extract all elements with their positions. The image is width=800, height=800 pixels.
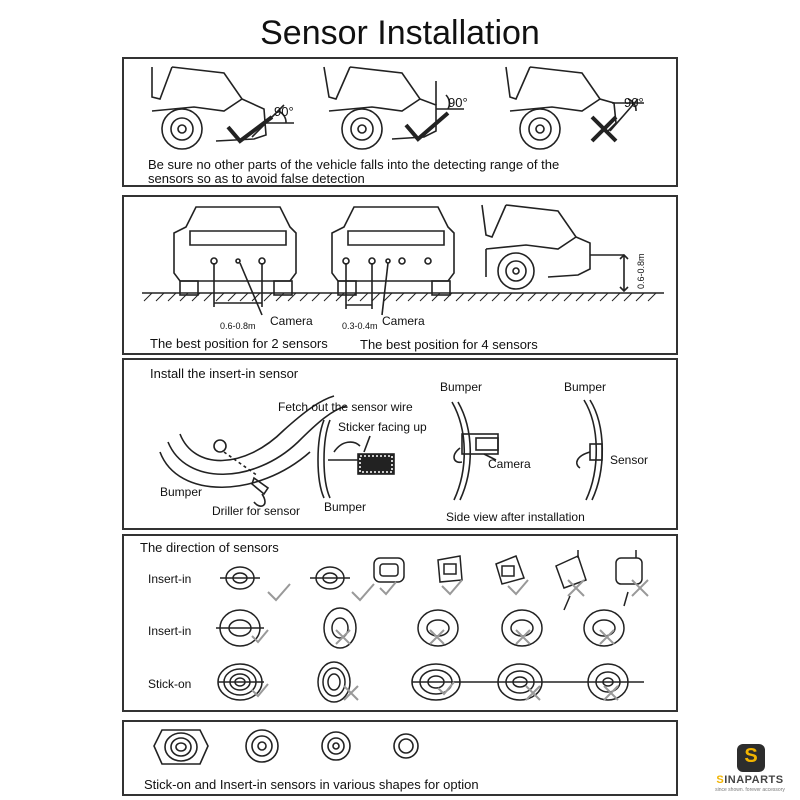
height-label: 0.6-0.8m bbox=[636, 253, 646, 289]
side-view-label: Side view after installation bbox=[446, 510, 585, 524]
logo-name: SINAPARTS bbox=[716, 774, 784, 786]
sensor-position-illustrations bbox=[142, 204, 664, 316]
sensor-shapes bbox=[153, 729, 419, 765]
page-title: Sensor Installation bbox=[260, 14, 540, 52]
panel-caption: sensors so as to avoid false detection bbox=[148, 171, 365, 186]
panel-caption: Be sure no other parts of the vehicle fa… bbox=[148, 157, 560, 172]
sensor-label: Sensor bbox=[610, 453, 649, 467]
driller-label: Driller for sensor bbox=[212, 504, 301, 518]
car-rear-illustrations bbox=[151, 66, 644, 150]
distance-label-2-sensors: 0.6-0.8m bbox=[220, 321, 256, 331]
bumper-label: Bumper bbox=[564, 380, 607, 394]
sticker-label: Sticker facing up bbox=[338, 420, 427, 434]
camera-label: Camera bbox=[382, 314, 425, 328]
caption-4-sensors: The best position for 4 sensors bbox=[360, 337, 538, 352]
panel-detecting-range: 90° 90° 90° Be sure no other parts of th… bbox=[122, 57, 678, 187]
row-label: Insert-in bbox=[148, 624, 192, 638]
panel-caption: Stick-on and Insert-in sensors in variou… bbox=[144, 777, 479, 792]
camera-label: Camera bbox=[488, 457, 531, 471]
bumper-label: Bumper bbox=[324, 500, 367, 514]
panel-best-position: 0.6-0.8m Camera 0.3-0.4m Camera 0.6-0.8m… bbox=[122, 195, 678, 355]
row-label: Stick-on bbox=[148, 677, 192, 691]
bumper-label: Bumper bbox=[440, 380, 483, 394]
install-steps-illustrations bbox=[159, 395, 604, 507]
panel-heading: The direction of sensors bbox=[140, 540, 279, 555]
logo-mark-icon: S bbox=[737, 744, 765, 772]
fetch-wire-label: Fetch out the sensor wire bbox=[278, 400, 413, 414]
logo-tagline: since shown. forever accessory bbox=[715, 787, 785, 793]
bumper-label: Bumper bbox=[160, 485, 203, 499]
angle-label: 90° bbox=[448, 95, 468, 110]
panel-sensor-direction: The direction of sensors Insert-in Inser… bbox=[122, 534, 678, 712]
caption-2-sensors: The best position for 2 sensors bbox=[150, 336, 328, 351]
panel-heading: Install the insert-in sensor bbox=[150, 366, 299, 381]
panel-install-insert-in: Install the insert-in sensor Fetch out t… bbox=[122, 358, 678, 530]
sensor-direction-grid bbox=[216, 550, 649, 703]
distance-label-4-sensors: 0.3-0.4m bbox=[342, 321, 378, 331]
angle-label: 90° bbox=[624, 95, 644, 110]
brand-logo: S SINAPARTS since shown. forever accesso… bbox=[705, 744, 795, 794]
panel-sensor-shapes: Stick-on and Insert-in sensors in variou… bbox=[122, 720, 678, 796]
angle-label: 90° bbox=[274, 104, 294, 119]
camera-label: Camera bbox=[270, 314, 313, 328]
row-label: Insert-in bbox=[148, 572, 192, 586]
